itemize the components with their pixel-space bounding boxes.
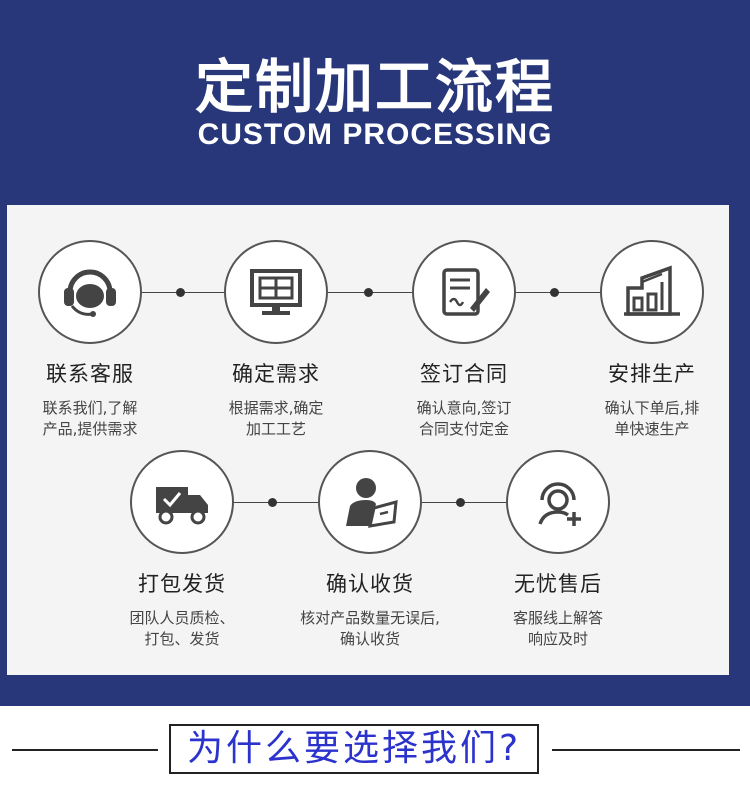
step-circle [38, 240, 142, 344]
step-sign-contract: 签订合同 确认意向,签订 合同支付定金 [374, 240, 554, 440]
step-description: 根据需求,确定 加工工艺 [228, 399, 324, 438]
connector-line [328, 292, 424, 293]
contract-sign-icon [442, 268, 490, 316]
step-description: 联系我们,了解 产品,提供需求 [42, 399, 138, 438]
step-confirm-requirements: 确定需求 根据需求,确定 加工工艺 [186, 240, 366, 440]
page-title: 定制加工流程 [194, 53, 555, 121]
page-subtitle: CUSTOM PROCESSING [197, 118, 553, 151]
connector-line [514, 292, 610, 293]
step-circle [318, 450, 422, 554]
why-choose-us-section: 为什么要选择我们? [0, 718, 750, 782]
step-pack-ship: 打包发货 团队人员质检、 打包、发货 [92, 450, 272, 650]
divider-line [12, 749, 158, 751]
monitor-icon [250, 269, 302, 315]
step-circle [506, 450, 610, 554]
step-after-sales: 无忧售后 客服线上解答 响应及时 [468, 450, 648, 650]
step-title: 无忧售后 [514, 572, 602, 596]
connector-dot [364, 288, 373, 297]
step-description: 确认下单后,排 单快速生产 [604, 399, 700, 438]
headset-icon [64, 269, 116, 317]
connector-line [232, 502, 328, 503]
step-description: 确认意向,签订 合同支付定金 [416, 399, 512, 438]
step-circle [224, 240, 328, 344]
connector-line [420, 502, 516, 503]
divider-line [552, 749, 740, 751]
step-title: 安排生产 [608, 362, 696, 386]
step-confirm-receipt: 确认收货 核对产品数量无误后, 确认收货 [280, 450, 460, 650]
step-circle [600, 240, 704, 344]
step-arrange-production: 安排生产 确认下单后,排 单快速生产 [562, 240, 742, 440]
connector-line [140, 292, 236, 293]
connector-dot [176, 288, 185, 297]
connector-dot [456, 498, 465, 507]
step-title: 联系客服 [46, 362, 134, 386]
step-description: 团队人员质检、 打包、发货 [129, 609, 235, 648]
step-title: 确定需求 [232, 362, 320, 386]
step-title: 确认收货 [326, 572, 414, 596]
connector-dot [550, 288, 559, 297]
step-contact-service: 联系客服 联系我们,了解 产品,提供需求 [0, 240, 180, 440]
delivery-truck-icon [156, 487, 208, 525]
connector-dot [268, 498, 277, 507]
step-circle [412, 240, 516, 344]
step-title: 签订合同 [420, 362, 508, 386]
step-description: 客服线上解答 响应及时 [512, 609, 603, 648]
factory-icon [624, 265, 680, 316]
step-circle [130, 450, 234, 554]
step-title: 打包发货 [138, 572, 226, 596]
step-description: 核对产品数量无误后, 确认收货 [300, 609, 440, 648]
why-choose-us-heading: 为什么要选择我们? [169, 724, 539, 774]
support-plus-icon [538, 482, 581, 526]
person-signing-icon [346, 478, 398, 528]
